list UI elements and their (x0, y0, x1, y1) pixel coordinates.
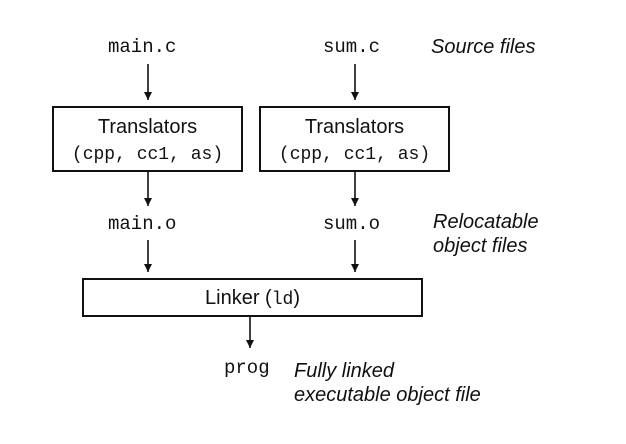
translators-tools-open: ( (71, 145, 83, 165)
relocatable-annotation-line2: object files (433, 235, 528, 257)
source-file-main-c: main.c (108, 36, 177, 58)
output-file-prog: prog (224, 357, 270, 379)
translators-title: Translators (97, 116, 198, 138)
relocatable-annotation-line1: Relocatable (433, 211, 539, 233)
translators-tools-close: ) (419, 145, 431, 165)
translators-box-right: Translators (cpp, cc1, as) (259, 106, 450, 172)
source-file-sum-c: sum.c (323, 36, 381, 58)
fully-linked-annotation-line2: executable object file (294, 384, 481, 406)
translators-tools-close: ) (212, 145, 224, 165)
translators-tools-open: ( (278, 145, 290, 165)
linker-title: Linker ( (205, 287, 272, 309)
translators-tools-list: cpp, cc1, as (289, 145, 420, 165)
translators-tools: (cpp, cc1, as) (54, 146, 241, 164)
object-file-main-o: main.o (108, 213, 177, 235)
source-files-annotation: Source files (431, 36, 536, 58)
fully-linked-annotation-line1: Fully linked (294, 360, 395, 382)
linker-tool: ld (271, 290, 294, 310)
translators-title: Translators (304, 116, 405, 138)
linker-label: Linker (ld) (84, 288, 421, 309)
object-file-sum-o: sum.o (323, 213, 381, 235)
translators-tools-list: cpp, cc1, as (82, 145, 213, 165)
translators-tools: (cpp, cc1, as) (261, 146, 448, 164)
linker-close: ) (293, 287, 300, 309)
translators-box-left: Translators (cpp, cc1, as) (52, 106, 243, 172)
linker-box: Linker (ld) (82, 278, 423, 317)
